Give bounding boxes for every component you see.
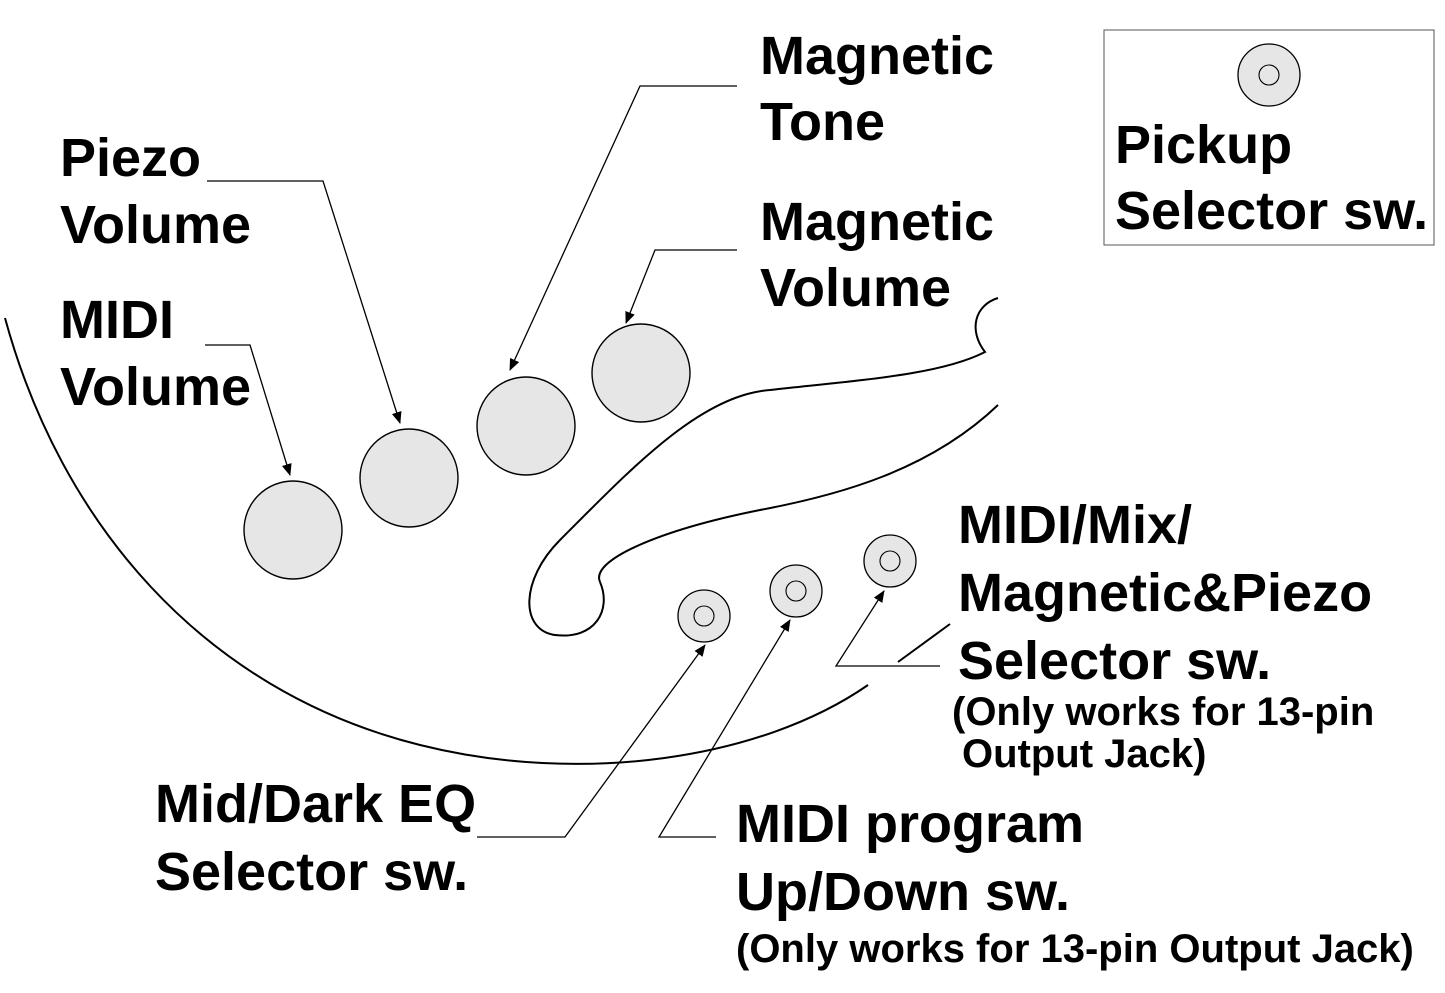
toggle-switch-icon — [1237, 43, 1301, 107]
midi-volume-label: MIDI Volume — [60, 290, 251, 417]
magnetic-tone-label: Magnetic Tone — [760, 26, 1009, 152]
midi-volume-knob[interactable] — [243, 480, 343, 580]
mode-selector-switch[interactable] — [863, 534, 917, 588]
mode-selector-label: MIDI/Mix/ Magnetic&Piezo Selector sw. — [958, 495, 1387, 691]
program-switch-note: (Only works for 13-pin Output Jack) — [736, 927, 1414, 971]
guitar-body-outline — [4, 297, 999, 765]
eq-selector-leader — [477, 644, 706, 838]
magnetic-tone-leader — [509, 85, 737, 371]
piezo-volume-leader — [207, 180, 402, 424]
program-updown-switch[interactable] — [769, 564, 823, 618]
body-lower-bout — [4, 317, 869, 765]
midi-volume-leader — [205, 344, 292, 476]
program-switch-label: MIDI program Up/Down sw. — [736, 794, 1099, 922]
mode-selector-note: (Only works for 13-pin Output Jack) — [952, 690, 1385, 776]
magnetic-volume-label: Magnetic Volume — [760, 192, 1009, 318]
program-switch-leader — [657, 619, 791, 838]
magnetic-volume-leader — [625, 249, 737, 324]
mode-selector-leader — [834, 590, 940, 667]
body-cutaway-inner — [598, 404, 999, 583]
piezo-volume-label: Piezo Volume — [60, 128, 251, 255]
magnetic-tone-knob[interactable] — [476, 376, 576, 476]
magnetic-volume-knob[interactable] — [591, 323, 691, 423]
body-cutaway-horn — [528, 297, 999, 637]
pickup-selector-label: Pickup Selector sw. — [1115, 115, 1428, 241]
eq-selector-switch[interactable] — [677, 589, 731, 643]
piezo-volume-knob[interactable] — [359, 428, 459, 528]
body-lower-bout-tail — [897, 623, 951, 663]
pickup-selector-legend: Pickup Selector sw. — [1103, 29, 1435, 246]
eq-selector-label: Mid/Dark EQ Selector sw. — [155, 774, 491, 902]
